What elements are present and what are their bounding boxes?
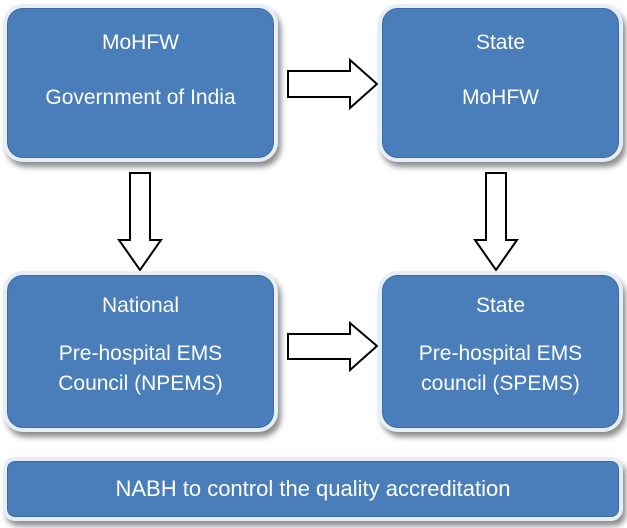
arrow-down-left	[117, 172, 163, 272]
node-label: State	[475, 294, 526, 317]
node-label: MoHFW	[462, 86, 539, 109]
node-label: council (SPEMS)	[421, 372, 580, 395]
arrow-down-right	[473, 172, 519, 272]
node-label: Pre-hospital EMS	[58, 342, 223, 365]
node-national-pre-hospital-ems-council: National Pre-hospital EMS Council (NPEMS…	[3, 271, 278, 432]
node-state-mohfw: State MoHFW	[378, 4, 623, 162]
node-label: NABH to control the quality accreditatio…	[115, 476, 511, 501]
node-nabh-quality-accreditation: NABH to control the quality accreditatio…	[3, 457, 623, 521]
node-state-pre-hospital-ems-council: State Pre-hospital EMS council (SPEMS)	[378, 271, 623, 432]
node-label: Government of India	[45, 86, 236, 109]
node-label: National	[101, 294, 180, 317]
node-label: State	[475, 31, 526, 54]
arrow-right-bottom	[287, 320, 379, 373]
node-mohfw-government-of-india: MoHFW Government of India	[3, 4, 278, 162]
arrow-right-top	[287, 57, 379, 111]
node-label: Council (NPEMS)	[58, 372, 223, 395]
node-label: Pre-hospital EMS	[418, 342, 583, 365]
node-label: MoHFW	[102, 31, 179, 54]
